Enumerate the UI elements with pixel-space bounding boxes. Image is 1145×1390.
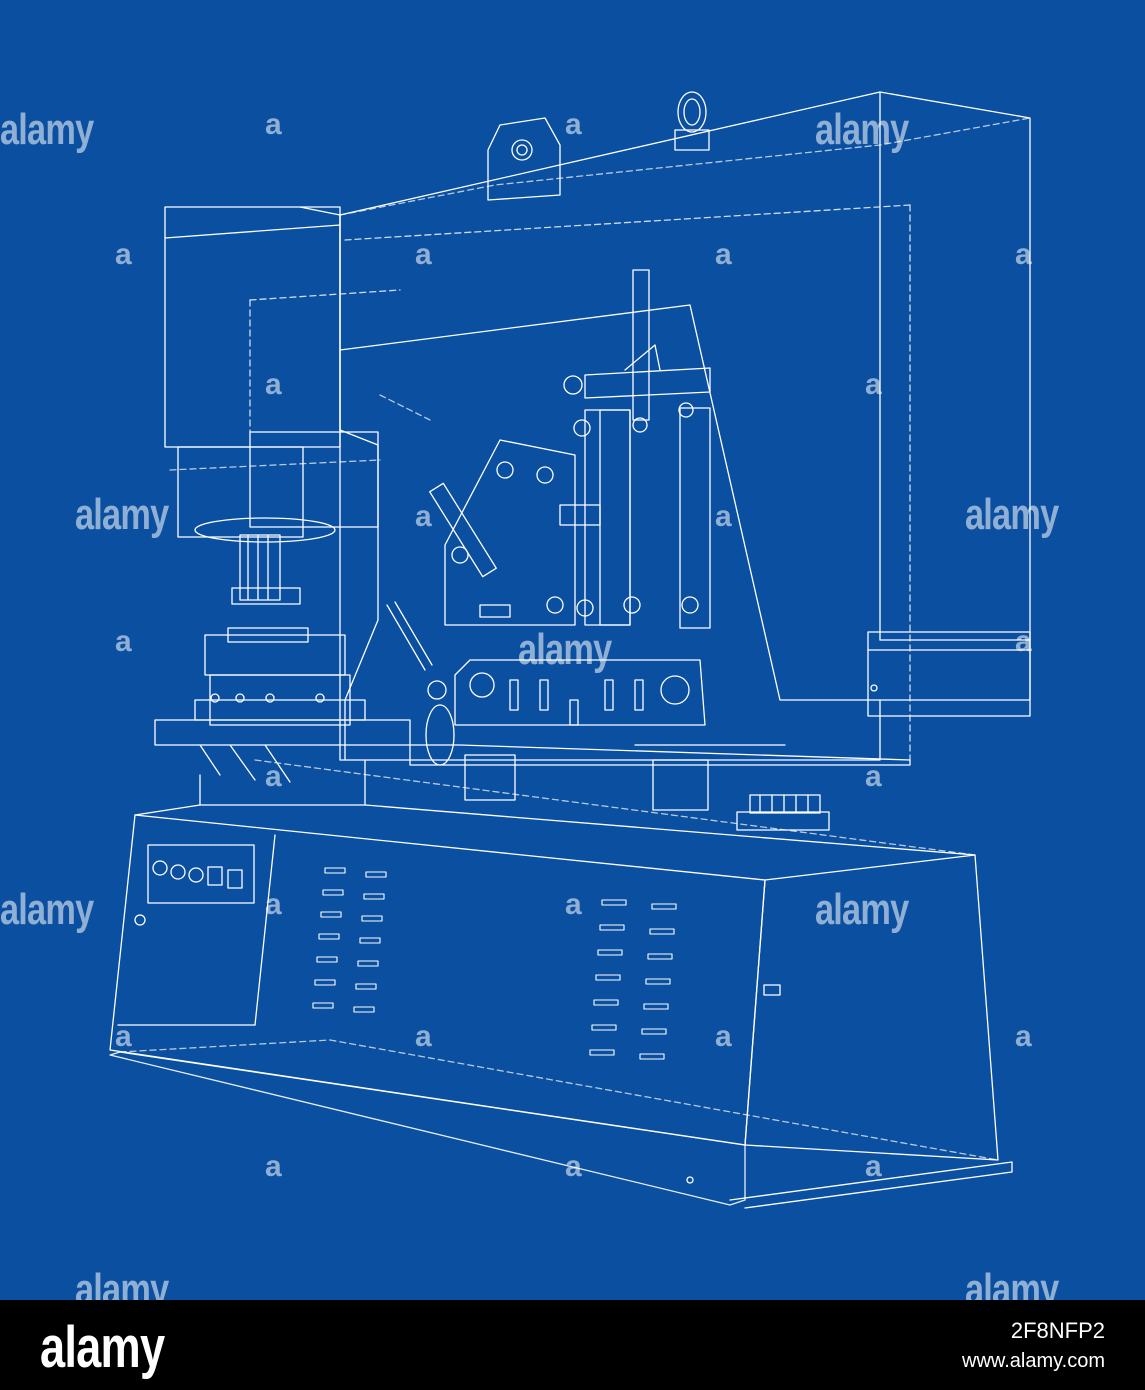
watermark-letter: a (265, 1150, 282, 1183)
die-table (154, 627, 411, 783)
watermark-letter: a (1015, 238, 1032, 271)
watermark-letter: a (715, 500, 732, 533)
lifting-eye (674, 91, 710, 151)
watermark-letter: a (865, 368, 882, 401)
watermark-letter: a (415, 500, 432, 533)
watermark: alamy (0, 885, 94, 934)
watermark: alamy (518, 625, 612, 674)
punch-head (164, 206, 401, 605)
image-id: 2F8NFP2 (1010, 1318, 1105, 1343)
watermark-letter: a (115, 238, 132, 271)
watermark: alamy (965, 1265, 1059, 1300)
watermark-letter: a (265, 888, 282, 921)
watermark: alamy (0, 105, 94, 154)
watermark: alamy (75, 1265, 169, 1300)
watermark-letter: a (115, 625, 132, 658)
shear-plate (429, 439, 576, 626)
watermark-letter: a (565, 108, 582, 141)
watermark-letter: a (265, 368, 282, 401)
guide-columns (559, 269, 711, 629)
hidden-lines (119, 394, 999, 1161)
watermark-letter: a (1015, 1020, 1032, 1053)
watermark-letter: a (1015, 625, 1032, 658)
watermark-letter: a (265, 760, 282, 793)
watermark-letter: a (565, 888, 582, 921)
machine-wireframe (109, 91, 1031, 1209)
blueprint-drawing: alamy alamy alamy alamy alamy alamy alam… (0, 91, 1060, 1300)
base-cabinet (109, 759, 1013, 1209)
throat (339, 429, 379, 761)
watermark-letter: a (115, 1020, 132, 1053)
watermark-letter: a (415, 1020, 432, 1053)
watermark: alamy (75, 490, 169, 539)
watermark-letter: a (865, 760, 882, 793)
watermark-letter: a (715, 238, 732, 271)
watermark-letter: a (415, 238, 432, 271)
website-url: www.alamy.com (962, 1350, 1105, 1372)
watermark: alamy (815, 885, 909, 934)
watermark-letter: a (265, 108, 282, 141)
footer-bar: alamy 2F8NFP2 www.alamy.com (0, 1300, 1145, 1390)
watermark: alamy (965, 490, 1059, 539)
watermark-letter: a (865, 1150, 882, 1183)
vent-slots (312, 867, 677, 1060)
watermark-letter: a (715, 1020, 732, 1053)
watermark: alamy (815, 105, 909, 154)
cropping-plate (386, 601, 706, 766)
watermark-letter: a (565, 1150, 582, 1183)
lifting-lug (487, 117, 561, 201)
alamy-logo: alamy (40, 1315, 165, 1380)
work-bed (409, 744, 911, 831)
